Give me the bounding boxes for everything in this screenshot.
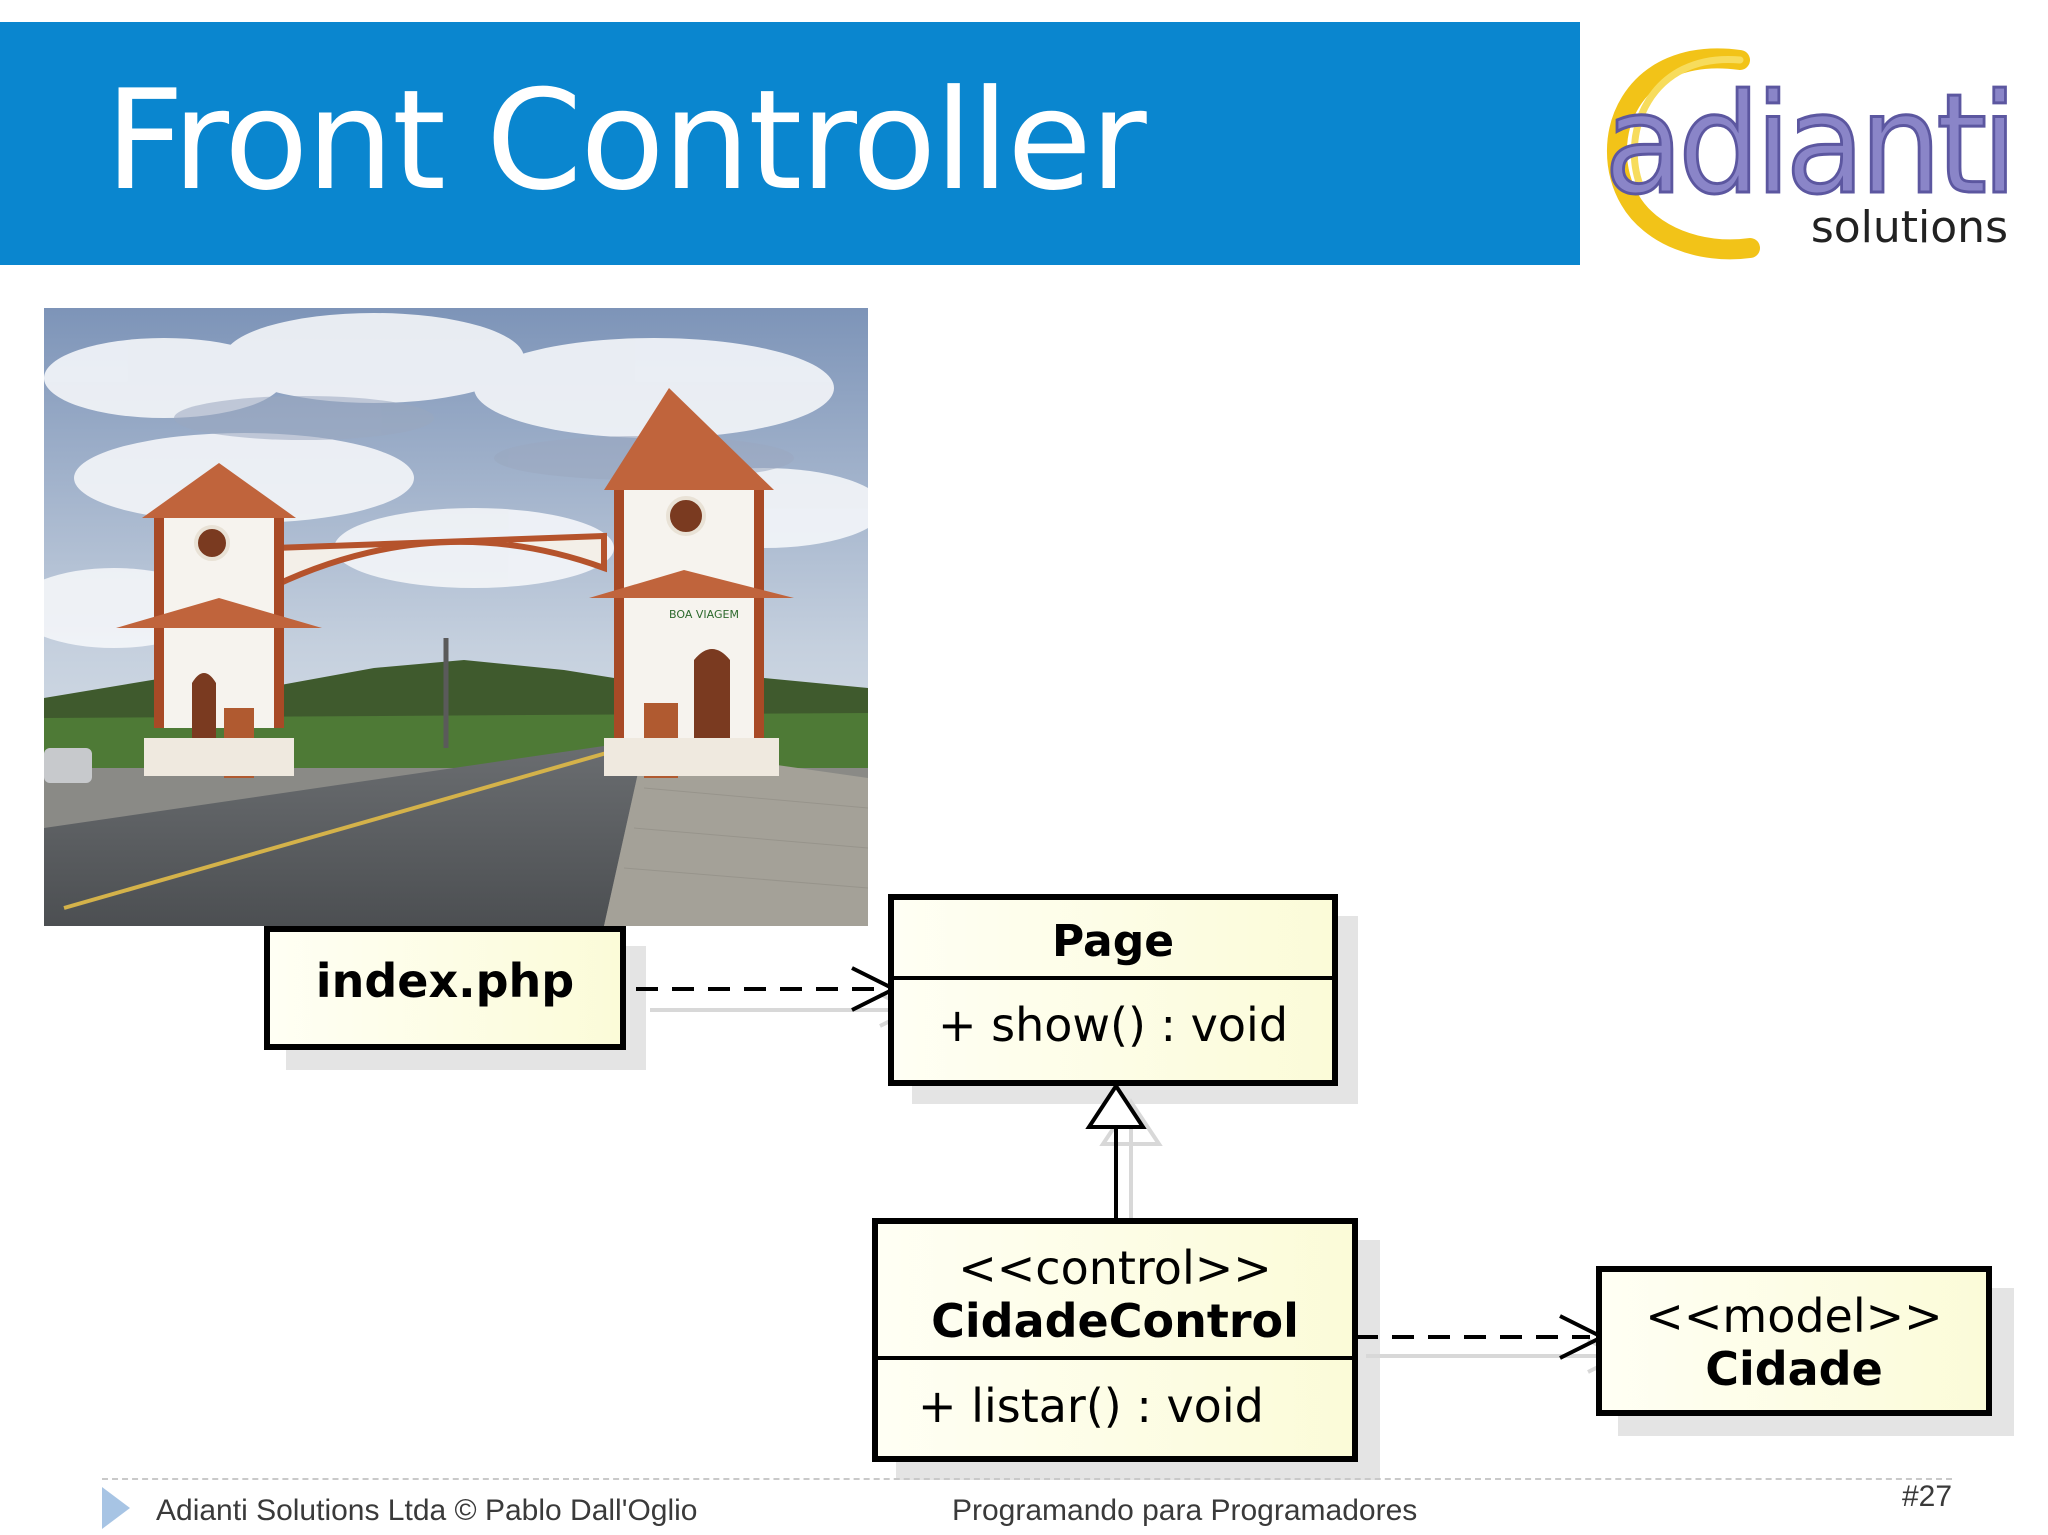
control-class-name: CidadeControl [931, 1294, 1299, 1348]
city-gate-photo: BOA VIAGEM [44, 308, 868, 926]
generalization-arrowhead [1085, 1082, 1147, 1129]
logo-sub: solutions [1811, 202, 2008, 253]
footer-divider [102, 1478, 1952, 1480]
control-stereotype: <<control>> [958, 1241, 1272, 1295]
page-class-box: Page + show() : void [888, 894, 1338, 1086]
footer-copyright: Adianti Solutions Ltda © Pablo Dall'Ogli… [156, 1494, 698, 1527]
page-class-method: + show() : void [937, 998, 1289, 1052]
slide-title: Front Controller [105, 60, 1147, 221]
page-number: #27 [1902, 1480, 1953, 1513]
control-class-method: + listar() : void [918, 1379, 1264, 1433]
model-class-name: Cidade [1705, 1342, 1883, 1396]
adianti-logo: adianti solutions [1603, 48, 2020, 260]
footer-triangle-icon [102, 1487, 130, 1529]
logo-word: adianti [1604, 64, 2012, 225]
control-class-divider [878, 1356, 1352, 1360]
model-stereotype: <<model>> [1645, 1289, 1943, 1343]
page-class-divider [894, 976, 1332, 980]
footer-course: Programando para Programadores [952, 1494, 1418, 1527]
index-php-label: index.php [315, 954, 575, 1008]
cidade-control-class-box: <<control>> CidadeControl + listar() : v… [872, 1218, 1358, 1462]
cidade-model-box: <<model>> Cidade [1596, 1266, 1992, 1416]
index-php-box: index.php [264, 926, 626, 1050]
header-bar [0, 22, 1580, 265]
page-class-name: Page [1051, 916, 1175, 967]
gate-sign: BOA VIAGEM [669, 608, 739, 621]
